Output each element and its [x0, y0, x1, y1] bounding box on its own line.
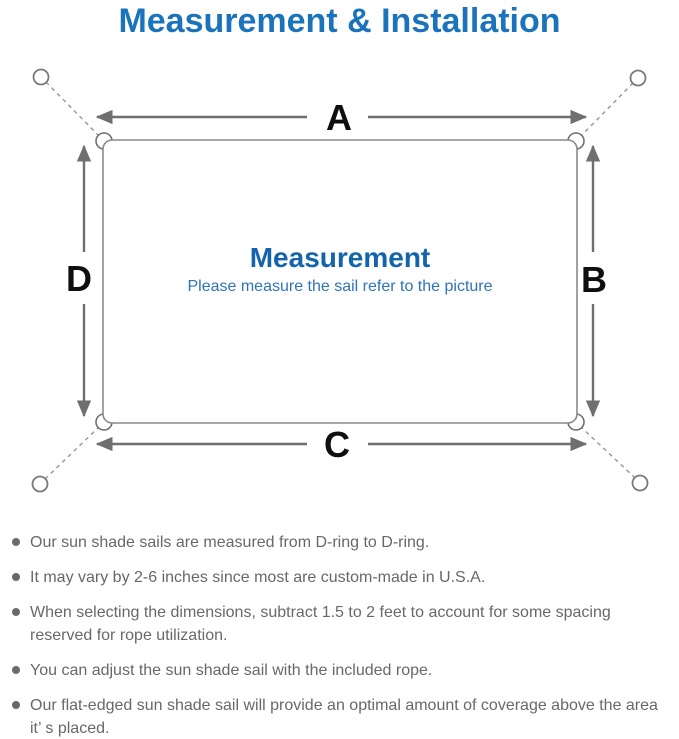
note-text: When selecting the dimensions, subtract …	[30, 604, 611, 644]
dimension-label-b: B	[581, 259, 607, 300]
sail-outline	[102, 139, 578, 424]
bullet-icon	[12, 701, 20, 709]
note-item: When selecting the dimensions, subtract …	[10, 601, 673, 647]
note-text: It may vary by 2-6 inches since most are…	[30, 569, 486, 586]
dimension-label-a: A	[326, 97, 352, 138]
bullet-icon	[12, 608, 20, 616]
bullet-icon	[12, 573, 20, 581]
sail-diagram-svg: A B C D	[31, 68, 649, 493]
anchor-line-top-right	[579, 82, 634, 138]
note-item: You can adjust the sun shade sail with t…	[10, 659, 673, 682]
anchor-ring-top-right	[629, 69, 647, 87]
note-text: You can adjust the sun shade sail with t…	[30, 662, 433, 679]
page-title: Measurement & Installation	[118, 2, 561, 40]
dimension-label-c: C	[324, 424, 350, 465]
anchor-line-top-left	[45, 81, 101, 138]
note-item: It may vary by 2-6 inches since most are…	[10, 566, 673, 589]
note-item: Our sun shade sails are measured from D-…	[10, 531, 673, 554]
anchor-line-bottom-left	[44, 425, 101, 480]
anchor-line-bottom-right	[579, 425, 636, 479]
note-text: Our flat-edged sun shade sail will provi…	[30, 697, 658, 737]
dimension-label-d: D	[66, 258, 92, 299]
notes-list: Our sun shade sails are measured from D-…	[10, 531, 673, 739]
anchor-ring-top-left	[32, 68, 50, 86]
bullet-icon	[12, 666, 20, 674]
anchor-ring-bottom-right	[631, 474, 649, 492]
anchor-ring-bottom-left	[31, 475, 49, 493]
note-text: Our sun shade sails are measured from D-…	[30, 534, 430, 551]
note-item: Our flat-edged sun shade sail will provi…	[10, 694, 673, 739]
bullet-icon	[12, 538, 20, 546]
